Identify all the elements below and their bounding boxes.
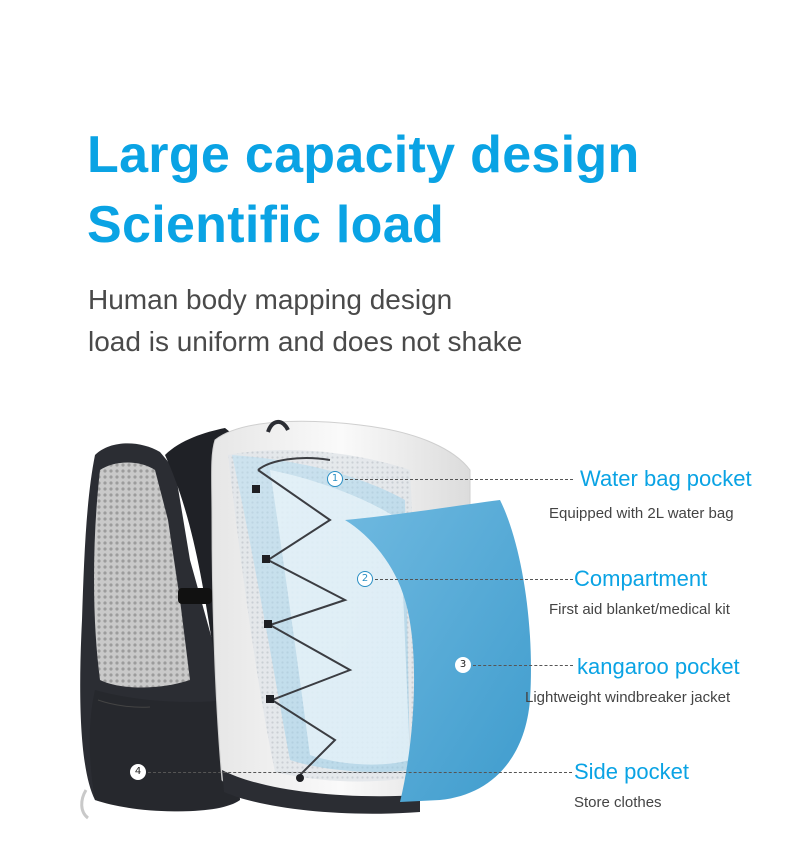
callout-title-side-pocket: Side pocket [574,759,689,784]
callout-desc-water-bag-pocket: Equipped with 2L water bag [549,505,734,522]
callout-title-water-bag-pocket: Water bag pocket [580,466,752,491]
callout-title-compartment: Compartment [574,566,708,591]
headline-line-1: Large capacity design [87,126,640,184]
number-marker-2: 2 [357,571,373,587]
callout-desc-side-pocket: Store clothes [574,794,662,811]
number-marker-3: 3 [455,657,471,673]
vest-illustration [80,420,531,820]
subheading-line-1: Human body mapping design [88,284,453,315]
leader-line-2 [375,579,573,580]
callout-desc-compartment: First aid blanket/medical kit [549,601,730,618]
callout-title-kangaroo-pocket: kangaroo pocket [577,654,740,679]
headline-line-2: Scientific load [87,196,445,254]
leader-line-1 [345,479,573,480]
number-marker-1: 1 [327,471,343,487]
callout-desc-kangaroo-pocket: Lightweight windbreaker jacket [525,689,731,706]
number-marker-4: 4 [130,764,146,780]
leader-line-3 [473,665,573,666]
leader-line-4 [148,772,572,773]
subheading-line-2: load is uniform and does not shake [88,326,523,357]
